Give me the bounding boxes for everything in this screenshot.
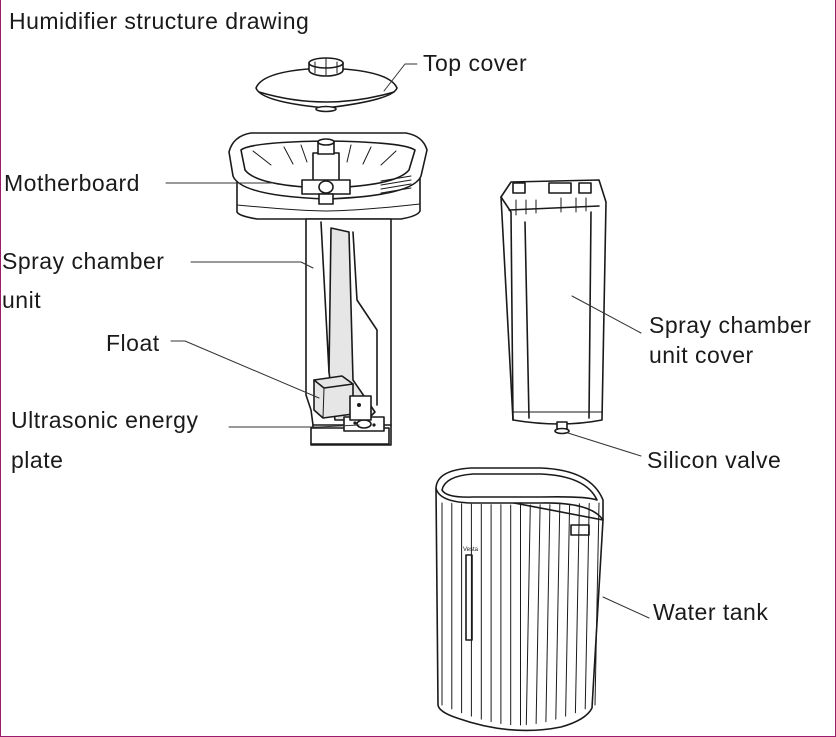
leader-ultrasonic bbox=[228, 424, 360, 428]
leader-spray-cover bbox=[571, 295, 642, 334]
motherboard-part bbox=[228, 132, 428, 220]
tank-rib bbox=[545, 504, 551, 723]
leader-silicon-valve bbox=[567, 432, 642, 457]
leader-lines bbox=[165, 63, 650, 619]
leader-top-cover bbox=[383, 63, 418, 92]
label-water-tank: Water tank bbox=[653, 599, 769, 625]
label-motherboard: Motherboard bbox=[4, 170, 140, 196]
tank-rib bbox=[574, 503, 580, 714]
label-ultrasonic-line2: plate bbox=[11, 447, 64, 473]
float-part bbox=[313, 375, 372, 421]
label-spray-chamber-unit-line2: unit bbox=[2, 287, 42, 313]
tank-rib bbox=[525, 504, 531, 726]
label-top-cover: Top cover bbox=[423, 50, 528, 76]
spray-chamber-unit-cover-part bbox=[500, 179, 607, 425]
top-cover-part bbox=[255, 57, 398, 113]
label-spray-cover-line1: Spray chamber bbox=[649, 312, 812, 338]
label-spray-cover-line2: unit cover bbox=[649, 342, 754, 368]
silicon-valve-part bbox=[554, 421, 570, 435]
tank-rib bbox=[565, 503, 571, 717]
tank-rib bbox=[535, 504, 541, 724]
leader-water-tank bbox=[602, 596, 650, 619]
diagram-title: Humidifier structure drawing bbox=[9, 8, 310, 34]
leader-spray-chamber-unit bbox=[190, 261, 314, 269]
label-silicon-valve: Silicon valve bbox=[647, 447, 782, 473]
label-spray-chamber-unit-line1: Spray chamber bbox=[2, 248, 165, 274]
tank-rib bbox=[594, 502, 600, 706]
leader-float bbox=[170, 340, 320, 399]
label-float: Float bbox=[106, 330, 160, 356]
label-ultrasonic-line1: Ultrasonic energy bbox=[11, 407, 199, 433]
tank-rib bbox=[555, 503, 561, 720]
tank-brand-text: Vesta bbox=[463, 547, 479, 553]
tank-rib bbox=[584, 502, 590, 710]
water-tank-part: Vesta bbox=[435, 467, 604, 732]
